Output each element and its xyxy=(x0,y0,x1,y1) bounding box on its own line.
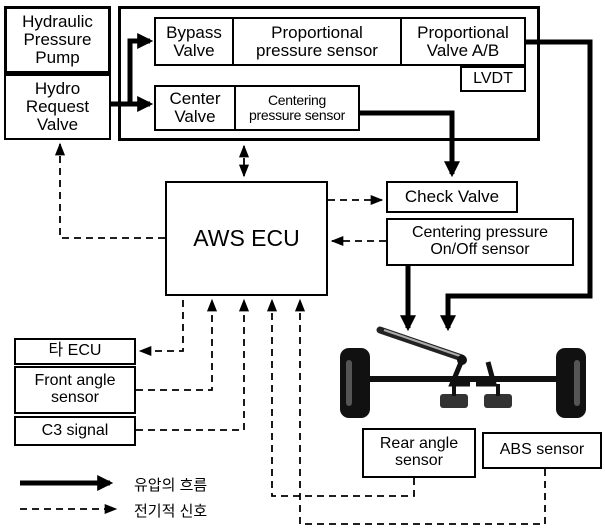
rear-axle-illustration xyxy=(340,326,586,418)
legend xyxy=(20,474,118,515)
lvdt-box: LVDT xyxy=(460,66,526,92)
proportional-valve-ab: Proportional Valve A/B xyxy=(400,17,526,66)
centering-pressure-onoff-sensor: Centering pressure On/Off sensor xyxy=(386,218,574,266)
proportional-pressure-sensor: Proportional pressure sensor xyxy=(232,17,402,66)
hydraulic-line-valve-ab-to-rear xyxy=(439,39,593,332)
signal-ecu-to-hydro-request xyxy=(54,142,165,239)
signal-abs-to-ecu xyxy=(294,298,546,525)
c3-signal: C3 signal xyxy=(14,416,136,446)
rear-left-wheel xyxy=(340,348,370,418)
hydraulic-unit-frame xyxy=(118,6,540,141)
hydro-request-valve: Hydro Request Valve xyxy=(4,74,111,140)
signal-c3-to-ecu xyxy=(136,298,250,431)
rear-right-wheel xyxy=(556,348,586,418)
signal-rear-angle-to-ecu xyxy=(266,298,415,497)
centering-pressure-sensor: Centering pressure sensor xyxy=(234,85,360,131)
hydraulic-line-to-check-valve xyxy=(360,110,461,178)
hydraulic-line-to-bypass xyxy=(111,32,154,107)
center-valve: Center Valve xyxy=(154,85,236,131)
legend-electrical-label: 전기적 신호 xyxy=(134,503,208,520)
electrical-signal-lines xyxy=(54,142,546,525)
bypass-valve: Bypass Valve xyxy=(154,17,234,66)
abs-sensor: ABS sensor xyxy=(482,432,602,469)
legend-hydraulic-label: 유압의 흐름 xyxy=(134,477,208,494)
hydraulic-pressure-pump: Hydraulic Pressure Pump xyxy=(4,6,111,74)
signal-front-angle-to-ecu xyxy=(136,298,218,391)
check-valve: Check Valve xyxy=(386,181,518,213)
hydraulic-flow-lines xyxy=(111,32,593,332)
other-ecu: 타 ECU xyxy=(14,338,136,365)
aws-ecu: AWS ECU xyxy=(165,181,328,296)
front-angle-sensor: Front angle sensor xyxy=(14,366,136,414)
signal-ecu-to-other-ecu xyxy=(138,300,184,357)
rear-angle-sensor: Rear angle sensor xyxy=(362,428,476,478)
